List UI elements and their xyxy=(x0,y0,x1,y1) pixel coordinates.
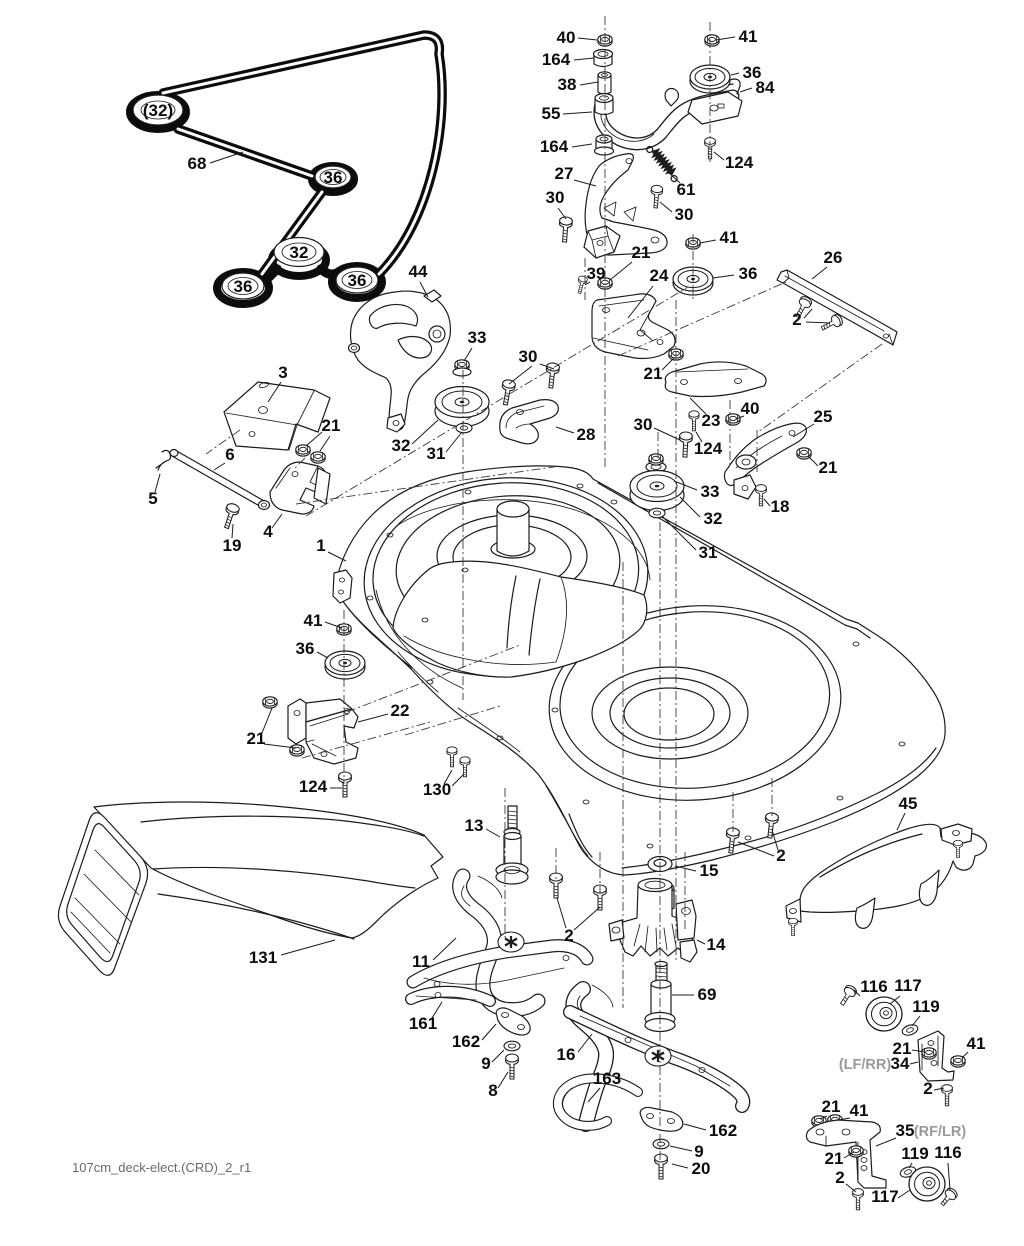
svg-text:107cm_deck-elect.(CRD)_2_r1: 107cm_deck-elect.(CRD)_2_r1 xyxy=(72,1160,251,1175)
svg-text:(RF/LR): (RF/LR) xyxy=(914,1124,967,1140)
svg-text:84: 84 xyxy=(756,78,775,97)
svg-text:9: 9 xyxy=(481,1054,490,1073)
svg-text:40: 40 xyxy=(557,28,576,47)
svg-text:162: 162 xyxy=(709,1121,737,1140)
svg-text:25: 25 xyxy=(814,407,833,426)
svg-text:31: 31 xyxy=(699,543,718,562)
svg-text:119: 119 xyxy=(912,997,939,1016)
svg-text:15: 15 xyxy=(700,861,719,880)
svg-text:117: 117 xyxy=(894,976,921,995)
svg-text:13: 13 xyxy=(465,816,484,835)
svg-text:33: 33 xyxy=(701,482,720,501)
svg-text:32: 32 xyxy=(704,509,723,528)
svg-text:2: 2 xyxy=(776,846,785,865)
svg-text:32: 32 xyxy=(290,243,309,262)
svg-text:32: 32 xyxy=(392,436,411,455)
svg-text:124: 124 xyxy=(725,153,754,172)
svg-text:163: 163 xyxy=(593,1069,621,1088)
svg-text:69: 69 xyxy=(698,985,717,1004)
svg-text:28: 28 xyxy=(577,425,596,444)
svg-text:164: 164 xyxy=(542,50,571,69)
svg-text:21: 21 xyxy=(822,1097,841,1116)
svg-text:131: 131 xyxy=(249,948,277,967)
svg-text:21: 21 xyxy=(819,458,838,477)
svg-text:41: 41 xyxy=(720,228,739,247)
svg-text:41: 41 xyxy=(304,611,323,630)
svg-text:164: 164 xyxy=(540,137,569,156)
svg-text:116: 116 xyxy=(934,1143,961,1162)
svg-text:22: 22 xyxy=(391,701,410,720)
svg-text:35: 35 xyxy=(896,1121,915,1140)
svg-text:124: 124 xyxy=(694,439,723,458)
svg-text:36: 36 xyxy=(348,271,367,290)
svg-text:(32): (32) xyxy=(143,101,173,120)
svg-text:30: 30 xyxy=(634,415,653,434)
svg-text:4: 4 xyxy=(263,522,273,541)
svg-text:119: 119 xyxy=(901,1144,928,1163)
svg-text:61: 61 xyxy=(677,180,696,199)
svg-text:23: 23 xyxy=(702,411,721,430)
svg-text:6: 6 xyxy=(225,445,234,464)
svg-text:24: 24 xyxy=(650,266,669,285)
svg-text:(LF/RR): (LF/RR) xyxy=(839,1057,892,1073)
svg-text:2: 2 xyxy=(564,926,573,945)
svg-text:8: 8 xyxy=(488,1081,497,1100)
svg-text:117: 117 xyxy=(871,1187,898,1206)
svg-text:116: 116 xyxy=(860,977,887,996)
svg-text:21: 21 xyxy=(247,729,266,748)
svg-text:5: 5 xyxy=(148,489,157,508)
svg-text:34: 34 xyxy=(891,1054,910,1073)
svg-text:31: 31 xyxy=(427,444,446,463)
svg-text:20: 20 xyxy=(692,1159,711,1178)
svg-text:124: 124 xyxy=(299,777,328,796)
svg-text:36: 36 xyxy=(296,639,315,658)
svg-text:26: 26 xyxy=(824,248,843,267)
svg-text:19: 19 xyxy=(223,536,242,555)
svg-text:2: 2 xyxy=(923,1079,932,1098)
svg-text:68: 68 xyxy=(188,154,207,173)
svg-text:27: 27 xyxy=(555,164,574,183)
svg-text:21: 21 xyxy=(644,364,663,383)
svg-text:30: 30 xyxy=(546,188,565,207)
svg-text:1: 1 xyxy=(316,536,325,555)
svg-text:14: 14 xyxy=(707,935,726,954)
svg-text:45: 45 xyxy=(899,794,918,813)
svg-text:38: 38 xyxy=(558,75,577,94)
svg-text:36: 36 xyxy=(743,63,762,82)
svg-text:40: 40 xyxy=(741,399,760,418)
svg-text:16: 16 xyxy=(557,1045,576,1064)
svg-text:162: 162 xyxy=(452,1032,480,1051)
svg-text:18: 18 xyxy=(771,497,790,516)
svg-text:21: 21 xyxy=(893,1039,912,1058)
svg-text:30: 30 xyxy=(675,205,694,224)
svg-text:2: 2 xyxy=(792,310,801,329)
svg-text:41: 41 xyxy=(967,1034,986,1053)
svg-text:30: 30 xyxy=(519,347,538,366)
svg-text:55: 55 xyxy=(542,104,561,123)
svg-text:21: 21 xyxy=(825,1149,844,1168)
svg-text:9: 9 xyxy=(694,1142,703,1161)
svg-text:36: 36 xyxy=(739,264,758,283)
svg-text:36: 36 xyxy=(324,168,343,187)
svg-text:21: 21 xyxy=(632,243,651,262)
svg-text:36: 36 xyxy=(234,277,253,296)
svg-text:2: 2 xyxy=(835,1168,844,1187)
svg-text:44: 44 xyxy=(409,262,428,281)
svg-text:3: 3 xyxy=(278,363,287,382)
svg-text:33: 33 xyxy=(468,328,487,347)
svg-text:130: 130 xyxy=(423,780,451,799)
svg-text:161: 161 xyxy=(409,1014,437,1033)
svg-text:41: 41 xyxy=(850,1101,869,1120)
svg-text:39: 39 xyxy=(587,264,606,283)
svg-text:41: 41 xyxy=(739,27,758,46)
svg-text:11: 11 xyxy=(412,952,430,971)
svg-text:21: 21 xyxy=(322,416,341,435)
